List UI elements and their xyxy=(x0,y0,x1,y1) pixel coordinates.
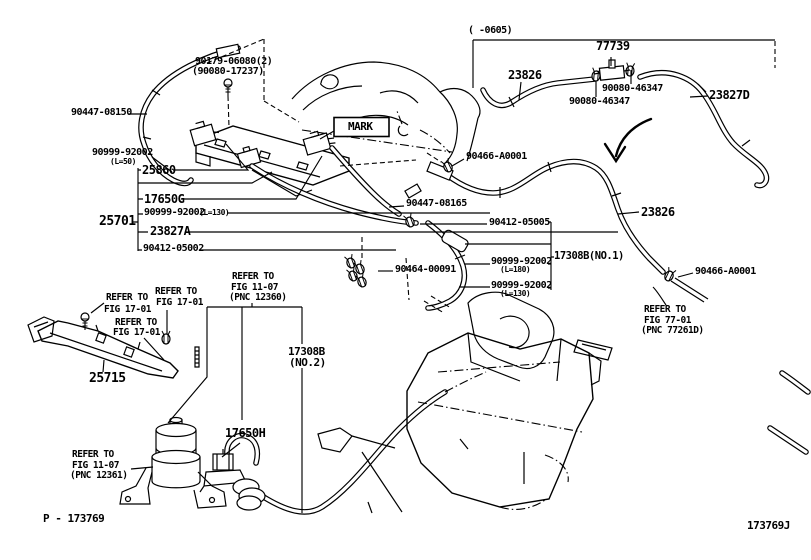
label-plate-number: P - 173769 xyxy=(43,512,105,525)
hose-sleeves xyxy=(215,43,469,253)
label-90412-05002: 90412-05002 xyxy=(143,243,204,254)
label-90447-08150: 90447-08150 xyxy=(71,107,132,118)
valve-77739 xyxy=(593,59,631,81)
label-refer-1701b-2: FIG 17-01 xyxy=(156,297,203,308)
label-refer-7701-2: FIG 77-01 xyxy=(644,315,691,326)
label-90080-46347-left: 90080-46347 xyxy=(569,96,630,107)
label-range-code: ( -0605) xyxy=(468,25,513,36)
label-refer-7701-3: (PNC 77261D) xyxy=(641,325,704,336)
label-refer-1701b-1: REFER TO xyxy=(155,286,197,297)
direction-arrow-icon xyxy=(603,117,653,164)
label-23826-inset: 23826 xyxy=(508,68,542,82)
label-90999-92002-l180: 90999-92002 xyxy=(491,256,552,267)
label-90464-00091: 90464-00091 xyxy=(395,264,456,275)
label-23826-mid: 23826 xyxy=(641,205,675,219)
label-l130a: (L=130) xyxy=(199,208,230,217)
label-refer-12360-3: (PNC 12360) xyxy=(229,292,287,303)
engine-lower-outline xyxy=(317,291,613,513)
label-refer-12360-2: FIG 11-07 xyxy=(231,282,278,293)
dashed-lines xyxy=(206,38,452,314)
label-25860: 25860 xyxy=(142,163,176,177)
label-17650g: 17650G xyxy=(144,192,185,206)
hoses xyxy=(138,45,811,515)
label-90080-46347-right: 90080-46347 xyxy=(602,83,663,94)
label-90999-92002-l130b: 90999-92002 xyxy=(491,280,552,291)
label-refer-1701a-2: FIG 17-01 xyxy=(104,304,151,315)
label-23827a: 23827A xyxy=(150,224,191,238)
label-90447-08165: 90447-08165 xyxy=(406,198,467,209)
label-figure-id: 173769J xyxy=(747,519,790,532)
label-refer-7701-1: REFER TO xyxy=(644,304,686,315)
label-l50: (L=50) xyxy=(110,157,136,166)
label-refer-1701a-1: REFER TO xyxy=(106,292,148,303)
label-17308b-no1: 17308B(NO.1) xyxy=(554,250,624,262)
label-l130b: (L=130) xyxy=(500,289,531,298)
label-23827d: 23827D xyxy=(709,88,750,102)
mark-box xyxy=(333,116,390,138)
label-refer-12360-1: REFER TO xyxy=(232,271,274,282)
label-90179-06080: 90179-06080(2) xyxy=(195,56,273,67)
label-90412-05005: 90412-05005 xyxy=(489,217,550,228)
label-90080-17237: (90080-17237) xyxy=(192,66,264,77)
label-90466-a0001-b: 90466-A0001 xyxy=(695,266,756,277)
label-mark: MARK xyxy=(348,120,373,133)
valve-17650h xyxy=(199,449,266,511)
label-17308b-no2-line2: (NO.2) xyxy=(289,356,326,369)
bracket-assembly xyxy=(189,120,350,197)
label-refer-12361-2: FIG 11-07 xyxy=(72,460,119,471)
label-25701: 25701 xyxy=(99,214,136,229)
label-17308b-no2-line1: 17308B xyxy=(288,345,325,358)
label-90999-92002-l130a: 90999-92002 xyxy=(144,207,205,218)
label-90999-92002-l50: 90999-92002 xyxy=(92,147,153,158)
canister-assembly xyxy=(119,416,227,509)
label-90466-a0001-a: 90466-A0001 xyxy=(466,151,527,162)
label-l180: (L=180) xyxy=(500,265,531,274)
clamps-and-bolts xyxy=(80,62,677,368)
label-refer-12361-1: REFER TO xyxy=(72,449,114,460)
label-refer-1701c-2: FIG 17-01 xyxy=(113,327,160,338)
mark-valve xyxy=(302,130,336,156)
label-refer-1701c-1: REFER TO xyxy=(115,317,157,328)
label-25715: 25715 xyxy=(89,371,126,386)
label-77739: 77739 xyxy=(596,39,630,53)
crossmember-25715 xyxy=(27,316,179,379)
label-refer-12361-3: (PNC 12361) xyxy=(70,470,128,481)
label-17650h: 17650H xyxy=(225,426,266,440)
leader-lines xyxy=(90,39,776,513)
